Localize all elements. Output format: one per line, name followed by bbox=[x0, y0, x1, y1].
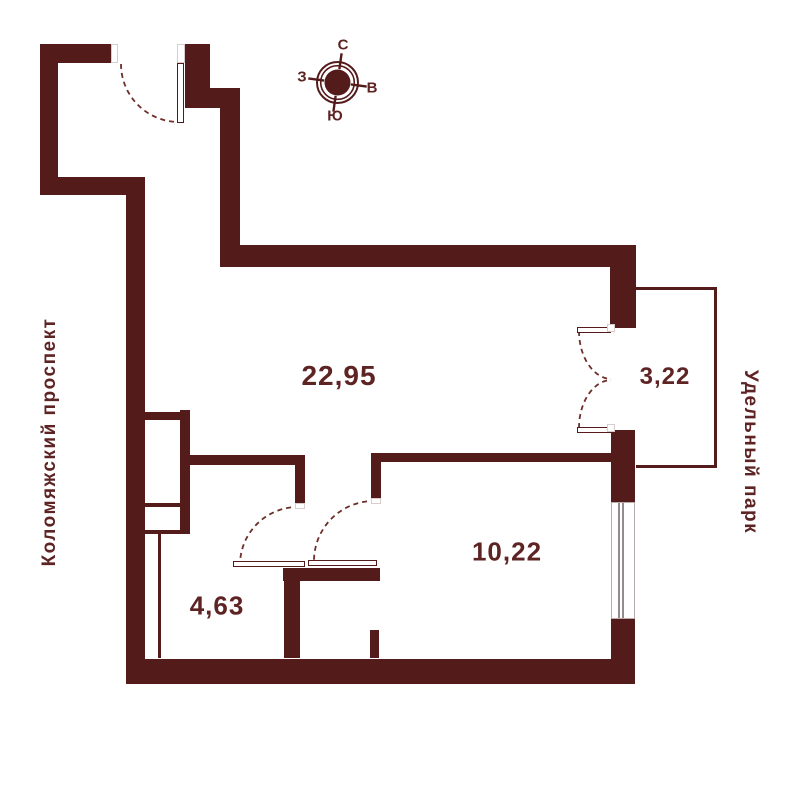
wall-segment bbox=[180, 455, 305, 465]
compass-south-label: Ю bbox=[327, 108, 342, 125]
balcony-door-jamb bbox=[607, 324, 615, 332]
door-jamb bbox=[371, 498, 381, 504]
door-leaf bbox=[308, 560, 377, 566]
compass-center-disc bbox=[324, 69, 351, 96]
entry-door-leaf bbox=[177, 63, 184, 123]
balcony-door-leaf bbox=[577, 427, 611, 433]
wall-segment bbox=[284, 581, 300, 658]
balcony-door-swing-arc bbox=[578, 379, 612, 429]
entry-door-swing-arc bbox=[120, 63, 180, 123]
shaft-divider bbox=[127, 530, 190, 534]
wall-segment bbox=[611, 430, 635, 502]
street-label-left: Коломяжский проспект bbox=[39, 317, 60, 567]
shaft-divider bbox=[145, 503, 180, 507]
shaft-wall bbox=[158, 533, 161, 658]
shaft-wall bbox=[145, 412, 183, 420]
compass-north-label: С bbox=[338, 37, 349, 54]
door-leaf bbox=[233, 561, 305, 567]
wall-segment bbox=[370, 630, 379, 658]
wall-segment bbox=[220, 245, 636, 267]
window-glazing-line bbox=[618, 503, 620, 618]
wall-segment bbox=[126, 533, 145, 684]
balcony-outline-line bbox=[636, 287, 717, 290]
door-swing-arc bbox=[239, 506, 301, 565]
wall-segment bbox=[126, 659, 635, 684]
room-area-label: 22,95 bbox=[301, 360, 377, 391]
wall-segment bbox=[371, 453, 612, 462]
balcony-door-swing-arc bbox=[578, 330, 612, 380]
wall-segment bbox=[283, 568, 380, 581]
room-area-label: 10,22 bbox=[471, 536, 543, 567]
balcony-door-leaf bbox=[577, 327, 611, 333]
wall-segment bbox=[40, 44, 58, 195]
wall-segment bbox=[371, 462, 381, 498]
wall-segment bbox=[210, 88, 240, 108]
wall-segment bbox=[611, 618, 635, 684]
wall-segment bbox=[126, 177, 145, 533]
door-jamb bbox=[295, 503, 305, 509]
wall-segment bbox=[220, 108, 240, 267]
door-swing-arc bbox=[313, 500, 377, 563]
balcony-outline-line bbox=[636, 465, 717, 468]
window-glazing-line bbox=[622, 503, 624, 618]
compass-east-label: В bbox=[367, 80, 378, 97]
park-label-right: Удельный парк bbox=[740, 369, 761, 535]
balcony-outline-line bbox=[714, 287, 717, 468]
balcony-door-jamb bbox=[607, 424, 615, 432]
wall-segment bbox=[185, 44, 210, 108]
compass-west-label: З bbox=[297, 69, 306, 86]
wall-segment bbox=[40, 177, 145, 195]
compass-ticks bbox=[308, 53, 367, 112]
wall-segment bbox=[295, 465, 305, 503]
shaft-wall bbox=[180, 410, 190, 533]
compass-rose: С В Ю З bbox=[297, 37, 378, 125]
entry-door-jamb bbox=[111, 44, 118, 63]
wall-segment bbox=[610, 245, 636, 328]
entry-door-jamb bbox=[177, 44, 185, 63]
room-area-label: 4,63 bbox=[189, 590, 245, 621]
room-area-label: 3,22 bbox=[639, 363, 691, 390]
